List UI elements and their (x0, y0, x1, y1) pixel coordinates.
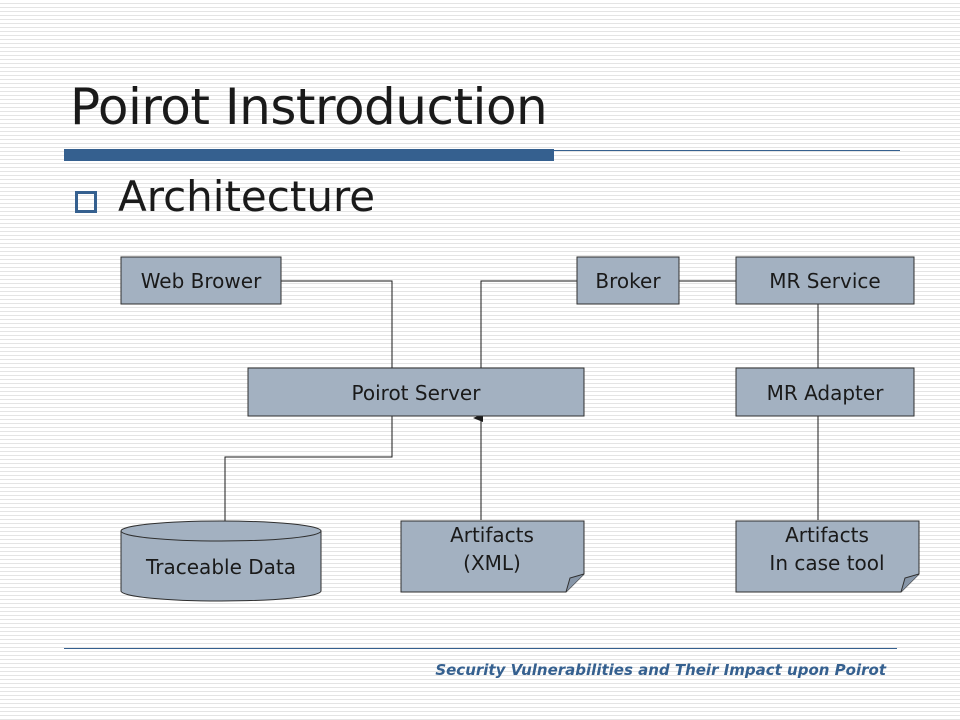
node-mr-service: MR Service (735, 256, 915, 305)
connector-server-traceable (224, 416, 393, 526)
footer-divider (64, 648, 897, 649)
node-label: Poirot Server (352, 381, 482, 405)
square-bullet-icon (75, 191, 97, 213)
slide-title: Poirot Instroduction (70, 78, 548, 136)
bullet-architecture: Architecture (118, 172, 376, 221)
node-poirot-server: Poirot Server (247, 367, 585, 417)
title-underline-thin (554, 150, 900, 151)
footer-text: Security Vulnerabilities and Their Impac… (435, 661, 886, 679)
title-underline-thick (64, 149, 554, 161)
node-label-line1: Artifacts (785, 523, 869, 547)
node-mr-adapter: MR Adapter (735, 367, 915, 417)
node-label: Broker (595, 269, 661, 293)
node-label: Web Brower (141, 269, 262, 293)
node-traceable-data: Traceable Data (120, 520, 322, 602)
node-label-line2: (XML) (463, 551, 521, 575)
node-broker: Broker (576, 256, 680, 305)
node-label-line1: Artifacts (450, 523, 534, 547)
node-artifacts-case-tool: Artifacts In case tool (735, 520, 920, 593)
node-artifacts-xml: Artifacts (XML) (400, 520, 585, 593)
node-label: MR Service (769, 269, 880, 293)
node-label: MR Adapter (767, 381, 885, 405)
node-label-line2: In case tool (769, 551, 884, 575)
node-label: Traceable Data (145, 555, 296, 579)
node-web-browser: Web Brower (120, 256, 282, 305)
connector-server-broker (480, 280, 577, 368)
connector-browser-server (281, 280, 393, 368)
